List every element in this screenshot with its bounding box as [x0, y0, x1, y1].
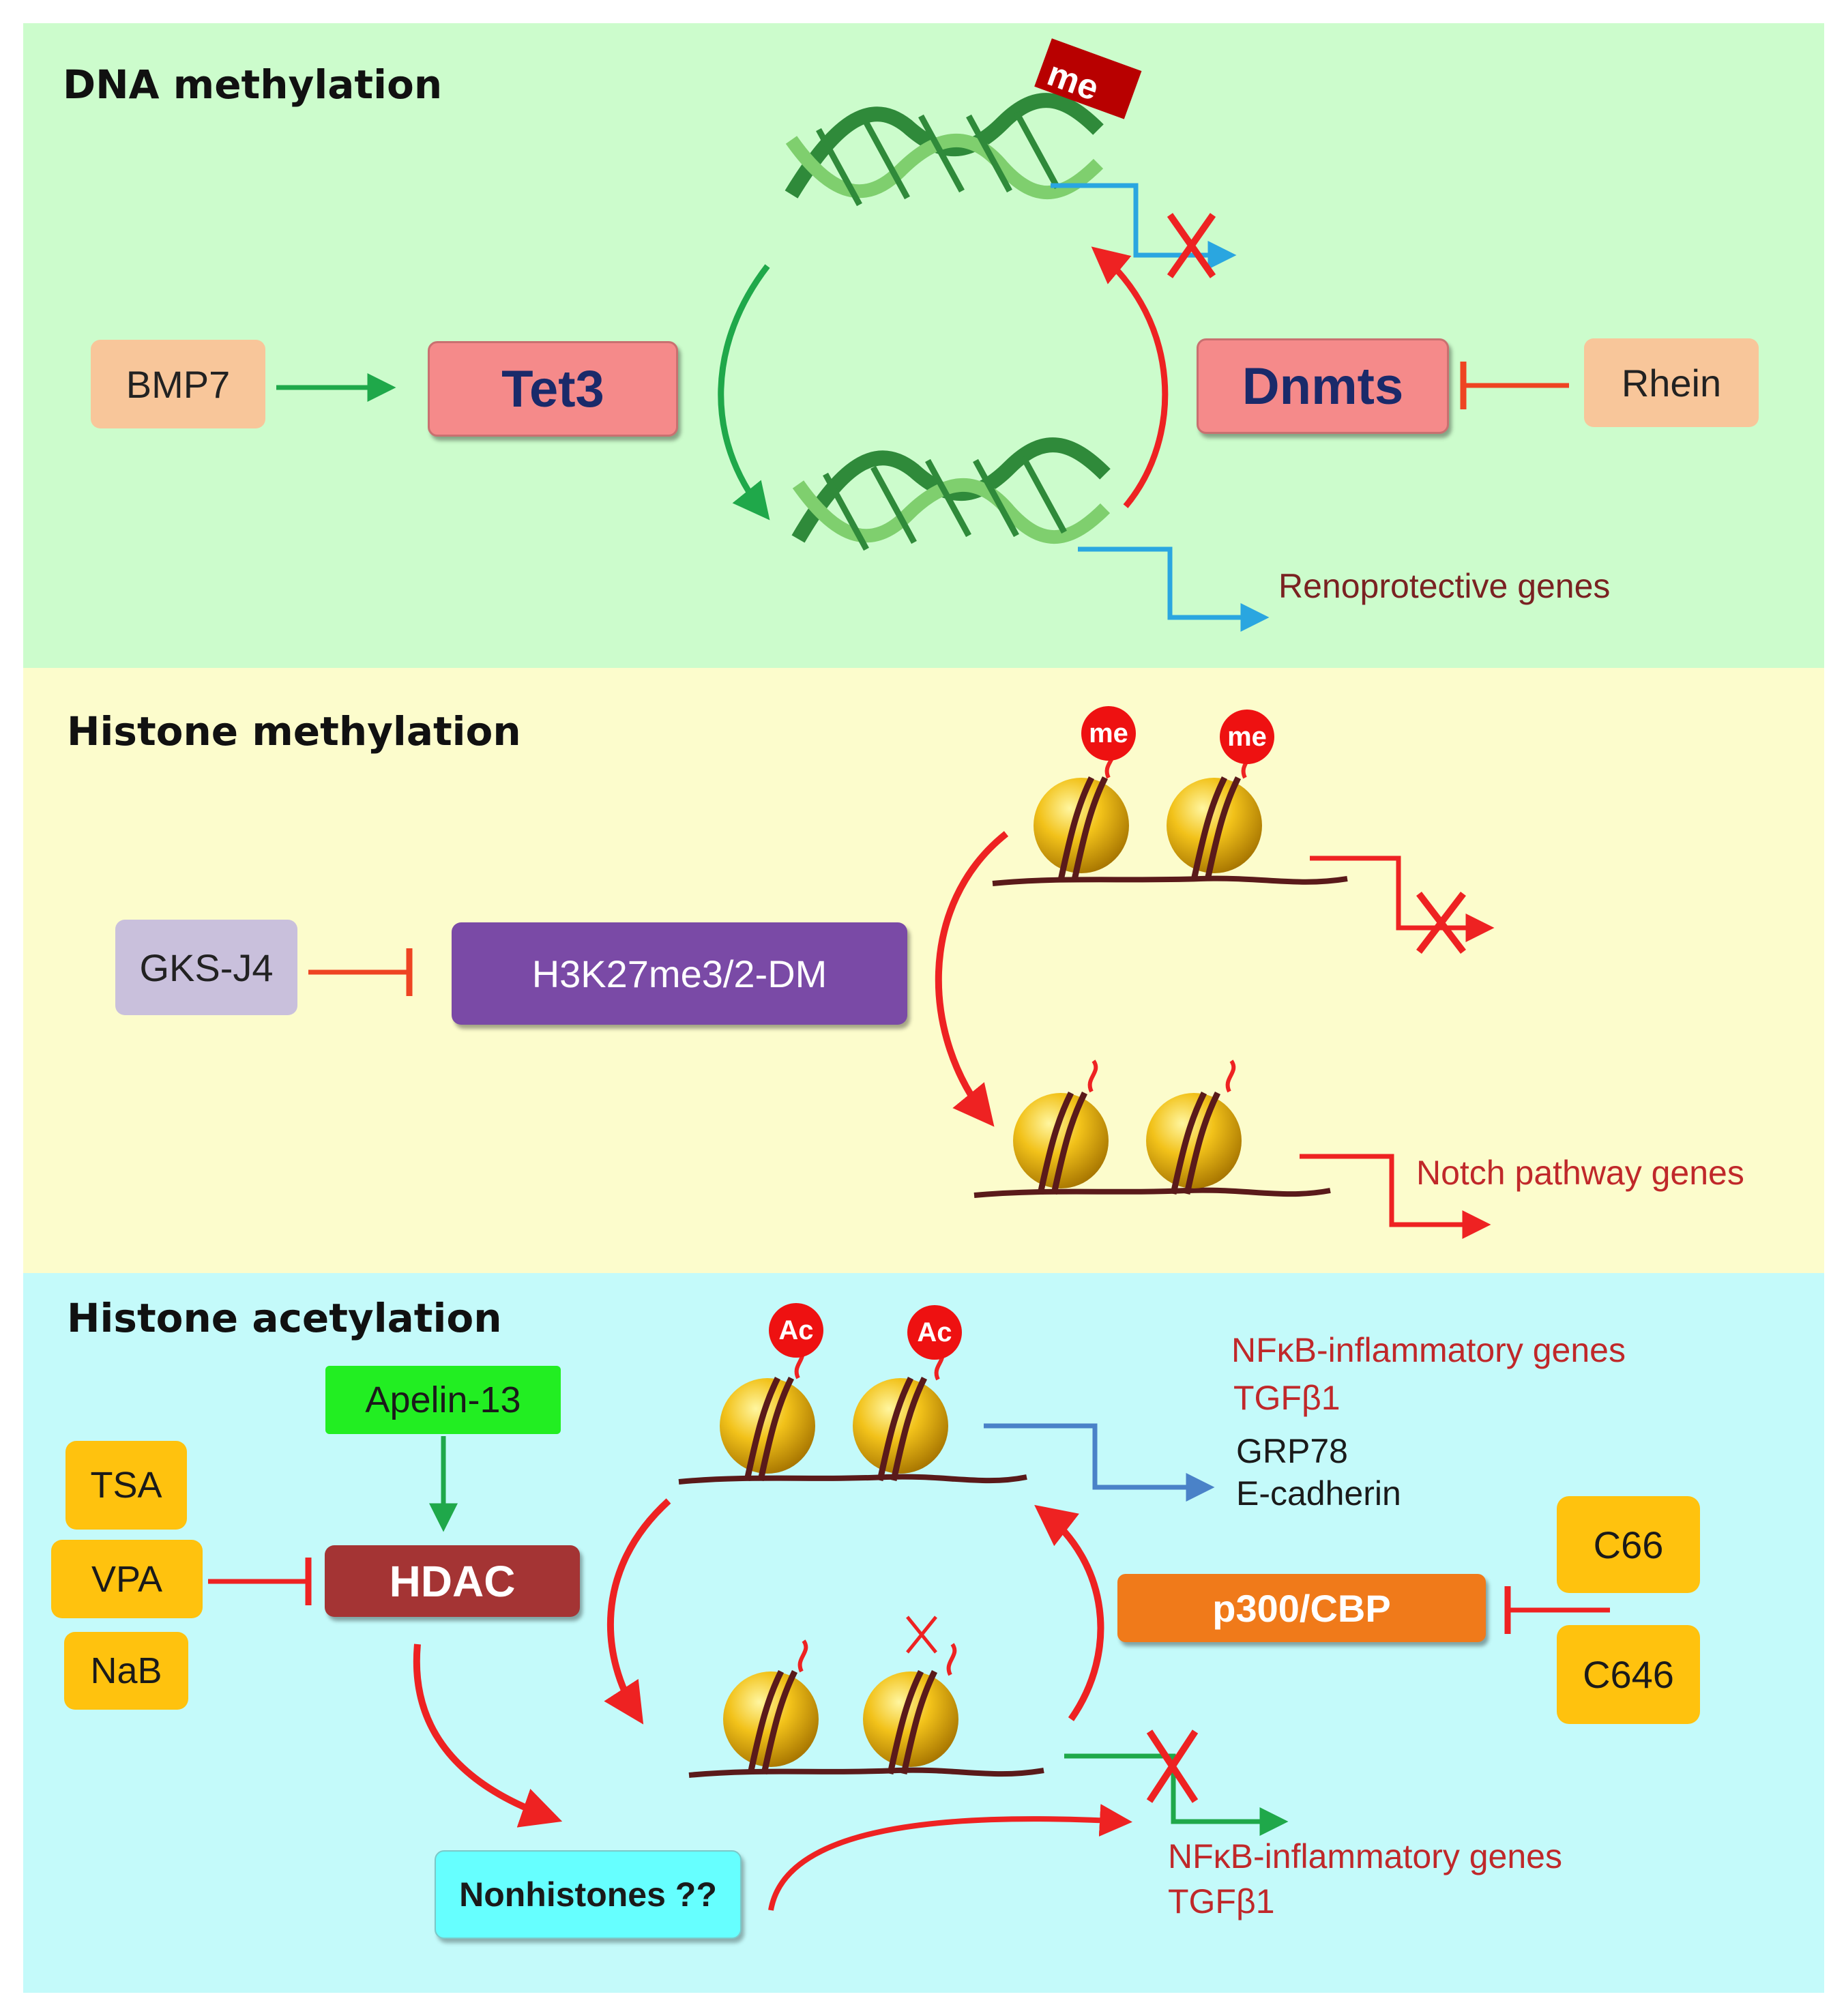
me-tag-circle — [1220, 710, 1274, 764]
nfkb-genes-label-bottom: NFκB-inflammatory genes — [1168, 1837, 1562, 1875]
nucleosome — [853, 1378, 948, 1474]
renoprotective-genes-label: Renoprotective genes — [1278, 567, 1611, 605]
removed-ac-x-icon — [906, 1616, 937, 1654]
expression-arrow-renoprotective — [1078, 546, 1270, 632]
block-x-icon-histone — [1416, 891, 1466, 954]
c66-box: C66 — [1557, 1496, 1700, 1593]
tgfb1-label-bottom: TGFβ1 — [1168, 1882, 1275, 1920]
nucleosome — [723, 1671, 819, 1767]
p300-cbp-box: p300/CBP — [1117, 1574, 1486, 1642]
nucleosome — [720, 1378, 815, 1474]
chromatin-strand-deacetylated — [688, 1767, 1044, 1778]
c646-box: C646 — [1557, 1625, 1700, 1724]
tet3-box: Tet3 — [428, 341, 678, 437]
nfkb-genes-label-top: NFκB-inflammatory genes — [1231, 1331, 1626, 1369]
vpa-box: VPA — [51, 1540, 203, 1618]
demethylation-arrow — [718, 264, 770, 521]
block-x-icon-acetylation — [1146, 1729, 1199, 1803]
panel-title-dna-methylation: DNA methylation — [63, 61, 443, 108]
nucleosome — [1167, 778, 1262, 873]
hdac-box: HDAC — [325, 1545, 580, 1617]
acetylation-arrow — [1034, 1504, 1104, 1721]
ac-tag-label: Ac — [778, 1315, 814, 1345]
nab-box: NaB — [64, 1632, 188, 1710]
nonhistone-effect-arrow — [768, 1804, 1132, 1911]
panel-title-histone-acetylation: Histone acetylation — [67, 1295, 502, 1341]
rhein-box: Rhein — [1584, 338, 1759, 427]
h3k27me3-demethylase-box: H3K27me3/2-DM — [452, 922, 907, 1025]
hdac-nonhistone-arrow — [413, 1644, 563, 1828]
me-tag-label: me — [1227, 721, 1267, 752]
nucleosome — [863, 1671, 958, 1767]
nucleosome — [1034, 778, 1129, 873]
deacetylation-arrow — [604, 1498, 671, 1725]
methylation-arrow — [1091, 246, 1169, 508]
chromatin-strand-demethylated — [973, 1187, 1331, 1198]
blocked-expression-arrow-dna — [1051, 183, 1237, 269]
nucleosome — [1146, 1093, 1242, 1188]
ac-tag-label: Ac — [917, 1317, 952, 1347]
block-x-icon-dna — [1167, 213, 1216, 278]
me-tag-circle — [1081, 706, 1136, 761]
me-tag-box — [1034, 38, 1142, 119]
tgfb1-label-top: TGFβ1 — [1233, 1379, 1340, 1417]
apelin-13-box: Apelin-13 — [325, 1366, 561, 1434]
chromatin-strand-acetylated — [678, 1474, 1027, 1485]
nucleosome — [1013, 1093, 1109, 1188]
notch-pathway-genes-label: Notch pathway genes — [1416, 1154, 1744, 1192]
panel-title-histone-methylation: Histone methylation — [67, 708, 521, 755]
histone-demethylation-arrow — [935, 831, 1009, 1127]
bmp7-box: BMP7 — [91, 340, 265, 428]
e-cadherin-label: E-cadherin — [1236, 1474, 1401, 1513]
chromatin-strand-methylated — [992, 875, 1348, 886]
dna-helix-unmethylated — [791, 437, 1111, 551]
expression-arrow-notch — [1300, 1154, 1491, 1239]
tsa-box: TSA — [65, 1441, 187, 1530]
ac-tag-circle — [907, 1305, 962, 1360]
nonhistones-box: Nonhistones ?? — [435, 1850, 742, 1939]
blocked-expression-arrow-acetylation — [1064, 1753, 1289, 1836]
dnmts-box: Dnmts — [1197, 338, 1449, 434]
dna-helix-methylated — [785, 93, 1104, 207]
ac-tag-circle — [769, 1303, 823, 1358]
me-tag-label: me — [1089, 718, 1128, 748]
gks-j4-box: GKS-J4 — [115, 920, 297, 1015]
grp78-label: GRP78 — [1236, 1432, 1348, 1470]
expression-arrow-acetylated — [984, 1423, 1215, 1502]
